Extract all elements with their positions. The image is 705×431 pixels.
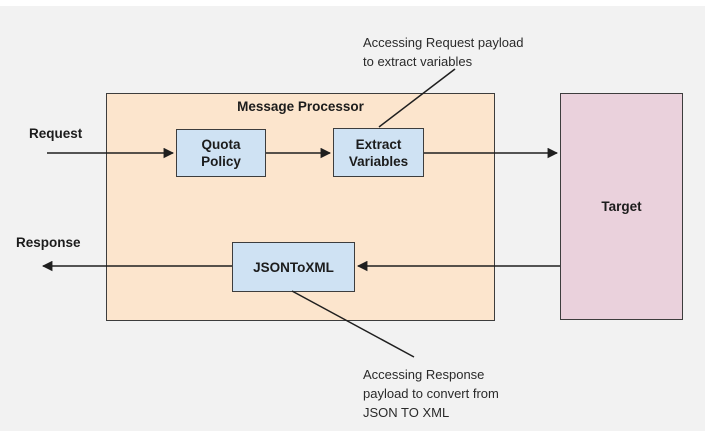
quota-policy-node: Quota Policy xyxy=(176,129,266,177)
target-box: Target xyxy=(560,93,683,320)
request-annotation: Accessing Request payload to extract var… xyxy=(363,35,524,69)
json-to-xml-node: JSONToXML xyxy=(232,242,355,292)
response-annotation: Accessing Response payload to convert fr… xyxy=(363,367,499,420)
target-label: Target xyxy=(601,199,642,214)
response-label: Response xyxy=(16,235,81,250)
top-strip xyxy=(0,0,705,6)
message-processor-title: Message Processor xyxy=(237,99,364,114)
request-label: Request xyxy=(29,126,83,141)
extract-variables-node: Extract Variables xyxy=(333,128,424,177)
